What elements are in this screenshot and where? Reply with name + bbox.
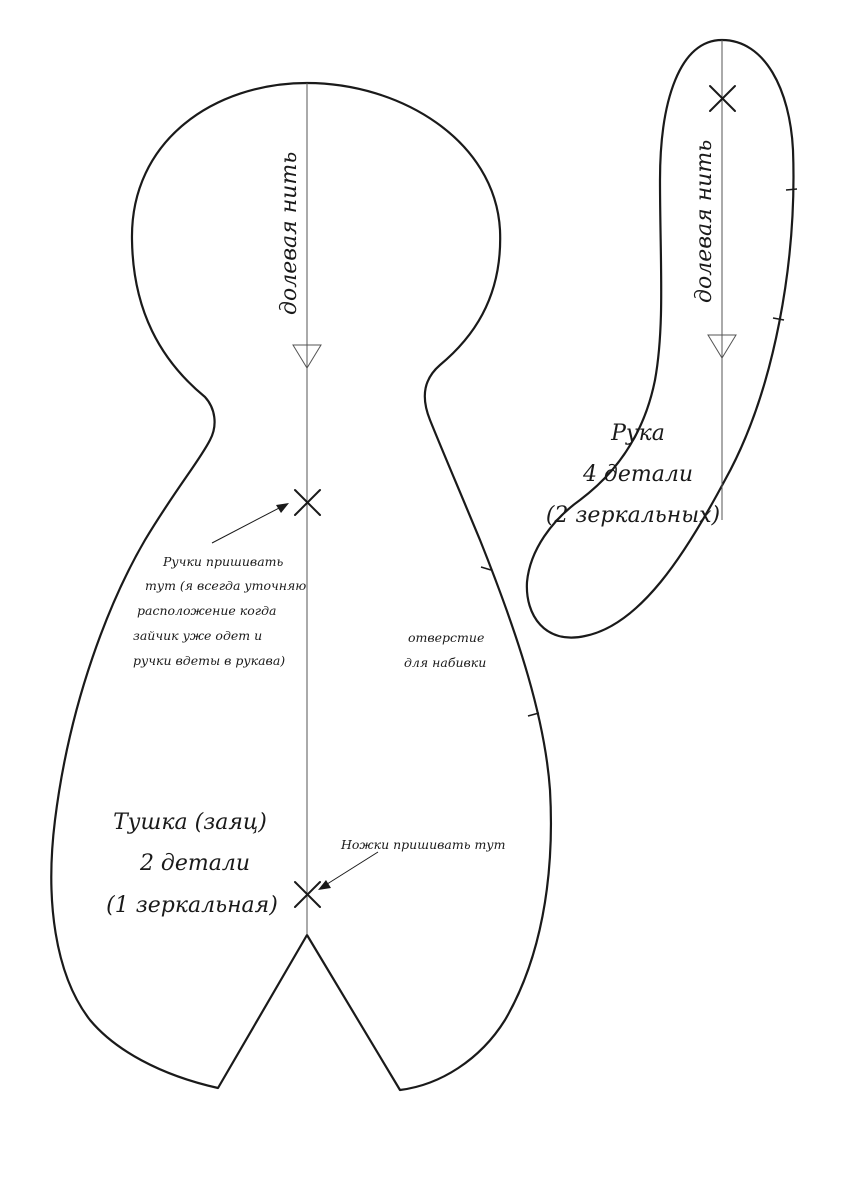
body-piece-title: Тушка (заяц) 2 детали (1 зеркальная) (106, 810, 278, 918)
body-piece: долевая нить Ручки пришивать тут (я всег… (50, 81, 553, 1092)
svg-text:2 детали: 2 детали (139, 851, 250, 876)
arm-top-cross-icon (709, 85, 736, 112)
body-grain-label: долевая нить (277, 152, 302, 315)
svg-text:(2 зеркальных): (2 зеркальных) (546, 503, 720, 528)
svg-text:ручки вдеты в рукава): ручки вдеты в рукава) (133, 653, 285, 668)
svg-text:Тушка (заяц): Тушка (заяц) (113, 810, 267, 835)
legs-note-pointer-arrow (318, 851, 379, 890)
svg-text:зайчик уже одет и: зайчик уже одет и (133, 628, 262, 643)
arm-notch-upper (785, 188, 798, 191)
arm-grain-arrow (707, 334, 737, 359)
arm-piece: долевая нить Рука 4 детали (2 зеркальных… (525, 38, 798, 639)
arm-outline (525, 38, 795, 639)
svg-text:тут (я всегда уточняю: тут (я всегда уточняю (145, 578, 306, 593)
stuffing-opening-note: отверстие для набивки (404, 630, 486, 670)
legs-attach-note: Ножки пришивать тут (340, 837, 505, 852)
arms-attach-cross-icon (294, 489, 321, 516)
svg-text:для набивки: для набивки (404, 655, 486, 670)
arm-notch-lower (772, 317, 785, 321)
svg-text:расположение когда: расположение когда (137, 603, 276, 618)
legs-attach-cross-icon (294, 881, 321, 908)
arms-attach-note: Ручки пришивать тут (я всегда уточняю ра… (133, 554, 306, 668)
body-notch-upper (480, 566, 492, 571)
svg-text:Рука: Рука (610, 421, 665, 446)
svg-text:Ручки пришивать: Ручки пришивать (162, 554, 284, 569)
arm-grain-label: долевая нить (692, 140, 717, 303)
arms-note-pointer-arrow (211, 503, 289, 544)
svg-text:отверстие: отверстие (408, 630, 484, 645)
svg-text:(1 зеркальная): (1 зеркальная) (106, 893, 278, 918)
body-notch-lower (527, 712, 540, 717)
arm-piece-title: Рука 4 детали (2 зеркальных) (546, 421, 720, 528)
svg-text:4 детали: 4 детали (582, 462, 693, 487)
body-grain-arrow (292, 344, 322, 369)
